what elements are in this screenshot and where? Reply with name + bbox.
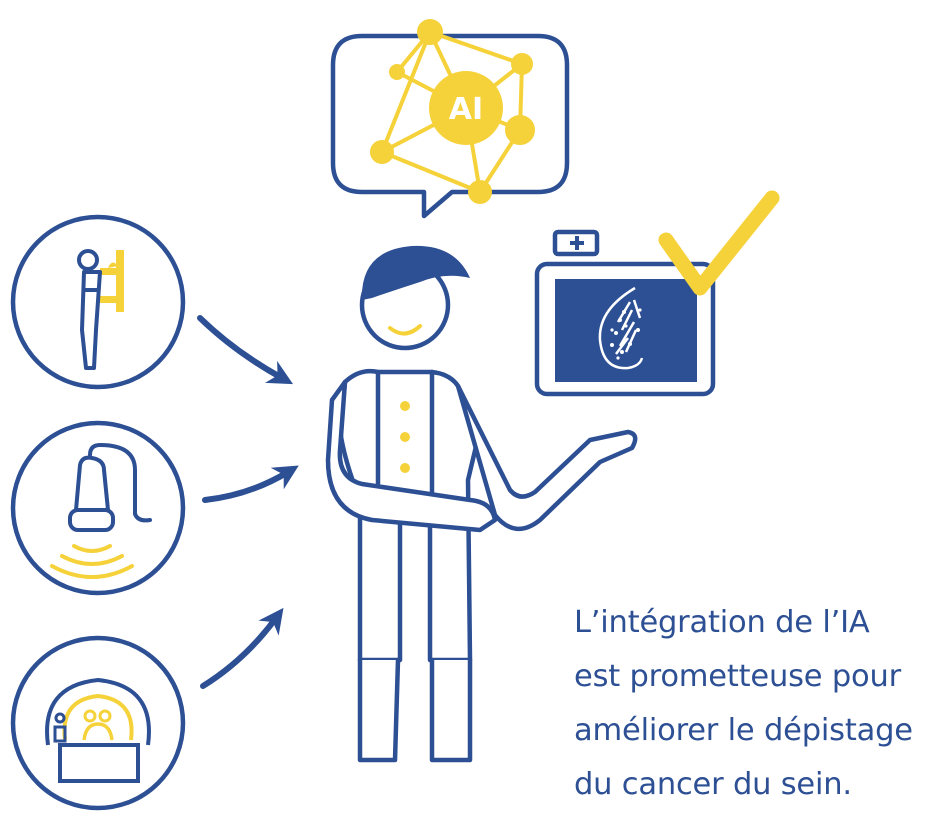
- caption-text: L’intégration de l’IA est prometteuse po…: [574, 596, 940, 812]
- doctor-legs: [357, 657, 473, 763]
- input-arrows: [197, 315, 299, 689]
- ai-speech-bubble: AI: [330, 19, 570, 219]
- arrow-mammography: [197, 315, 294, 385]
- ai-network-icon: [370, 19, 535, 204]
- ultrasound-probe-icon: [50, 442, 152, 579]
- mammography-circle: [10, 214, 186, 390]
- doctor-figure: [325, 245, 638, 763]
- doctor-arm-left: [325, 379, 498, 533]
- ai-badge-label: AI: [449, 92, 483, 127]
- mri-scanner-icon: [45, 677, 151, 783]
- caption-line: améliorer le dépistage: [574, 713, 913, 748]
- caption-line: est prometteuse pour: [574, 659, 901, 694]
- caption-line: L’intégration de l’IA: [574, 605, 870, 640]
- arrow-ultrasound: [202, 465, 299, 503]
- doctor-hair: [361, 245, 470, 300]
- ultrasound-circle: [10, 420, 186, 596]
- mri-circle: [10, 635, 186, 811]
- ai-badge-circle: [429, 71, 503, 145]
- checkmark-icon: [658, 190, 780, 296]
- coat-buttons: [400, 401, 410, 473]
- breast-imaging-battery-icon: [534, 229, 716, 397]
- caption-line: du cancer du sein.: [574, 767, 852, 802]
- doctor-arm-extended: [455, 383, 638, 531]
- arrow-mri: [200, 607, 284, 689]
- mammography-machine-icon: [77, 249, 124, 370]
- doctor-smile: [388, 324, 422, 336]
